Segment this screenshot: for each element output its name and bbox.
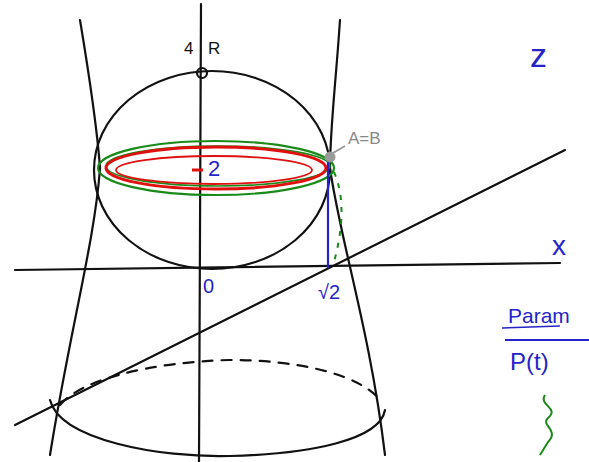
projection-line <box>327 160 329 268</box>
bottom-ellipse-back <box>60 360 380 405</box>
red-curve-inner <box>116 156 312 184</box>
height-label: 4 <box>184 40 193 57</box>
coordinate-label: √2 <box>318 282 340 302</box>
green-scribble <box>540 395 552 455</box>
fraction-bar <box>505 339 589 341</box>
sphere-outline <box>94 71 330 269</box>
green-dotted-curve <box>334 172 342 262</box>
top-point <box>197 68 207 78</box>
note-text: Param <box>508 305 570 326</box>
origin-label: 0 <box>203 276 214 296</box>
surface-left-side <box>50 20 100 455</box>
axis-label: z <box>530 38 547 72</box>
note-text: P(t) <box>510 350 549 374</box>
red-dash <box>192 169 203 172</box>
green-curve <box>98 141 334 195</box>
point-leader <box>333 146 345 153</box>
point-label: A=B <box>348 130 381 147</box>
bottom-ellipse-front <box>50 400 385 456</box>
vertical-axis <box>199 4 201 462</box>
center-height-label: 2 <box>208 158 220 180</box>
surface-right-side <box>330 20 385 455</box>
underline <box>502 326 560 328</box>
red-curve <box>106 147 326 189</box>
horizontal-axis <box>15 263 560 270</box>
axis-label: x <box>552 232 566 260</box>
radius-label: R <box>208 40 220 57</box>
